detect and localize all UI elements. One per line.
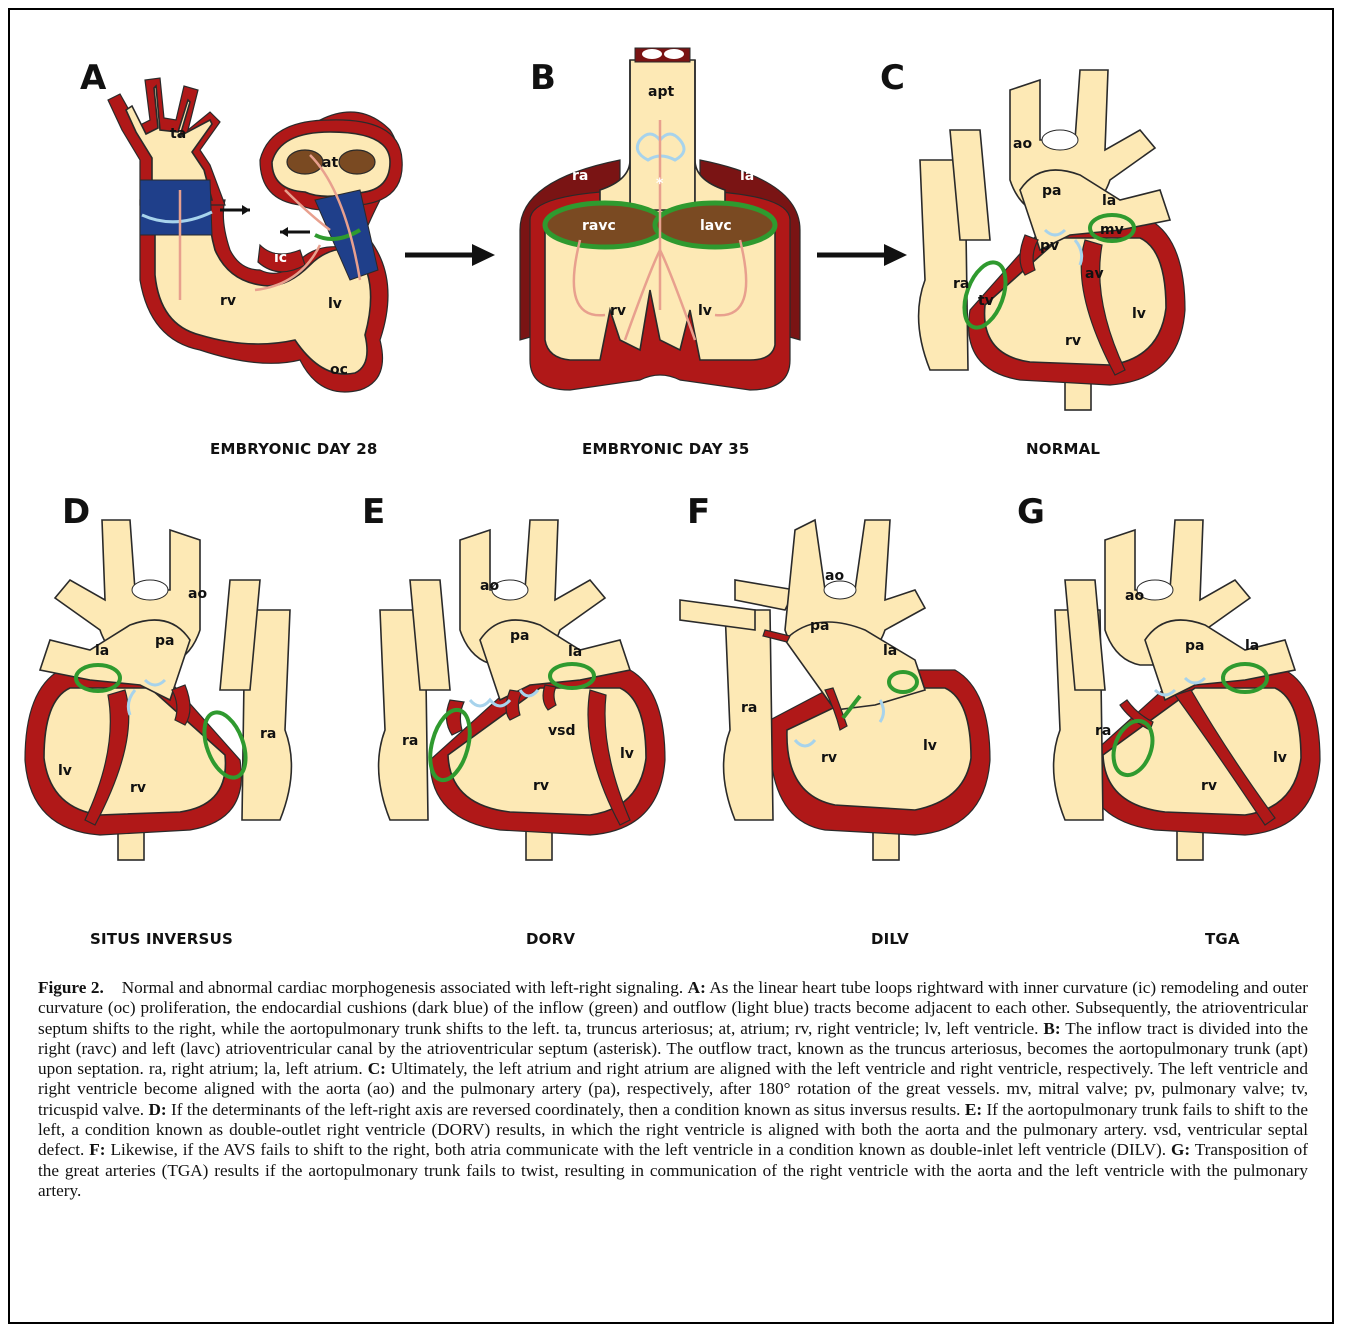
label-ra: ra xyxy=(260,726,276,742)
label-ao: ao xyxy=(1125,588,1144,604)
caption-panel-ref: C: xyxy=(368,1059,386,1078)
label-lavc: lavc xyxy=(700,218,732,234)
panel-d: D ao pa la ra lv rv SITUS INVERSUS xyxy=(20,490,340,950)
caption-panel-ref: F: xyxy=(89,1140,105,1159)
panel-e-diagram: ao pa la ra vsd lv rv xyxy=(350,490,670,870)
figure-caption: Figure 2. Normal and abnormal cardiac mo… xyxy=(38,978,1308,1201)
label-rv: rv xyxy=(821,750,837,766)
label-lv: lv xyxy=(923,738,937,754)
panel-c: C ao pa la mv pv av ra tv lv rv NORMAL xyxy=(870,40,1190,420)
panel-caption: DORV xyxy=(526,930,575,948)
label-pa: pa xyxy=(810,618,829,634)
panel-b: B apt ra la ravc lavc * rv lv EMBRYONIC xyxy=(500,40,820,420)
panel-e: E ao pa la ra vsd lv rv DORV xyxy=(350,490,670,950)
label-pa: pa xyxy=(1042,183,1061,199)
label-pa: pa xyxy=(1185,638,1204,654)
label-ic: ic xyxy=(274,250,287,266)
figure-label: Figure 2. xyxy=(38,978,104,997)
label-tv: tv xyxy=(978,293,994,309)
panel-caption: EMBRYONIC DAY 28 xyxy=(210,440,378,458)
label-la: la xyxy=(883,643,897,659)
panel-d-diagram: ao pa la ra lv rv xyxy=(20,490,340,870)
label-lv: lv xyxy=(620,746,634,762)
panel-letter: E xyxy=(362,492,385,532)
caption-panel-ref: D: xyxy=(148,1100,166,1119)
label-rv: rv xyxy=(533,778,549,794)
caption-body: Normal and abnormal cardiac morphogenesi… xyxy=(38,978,1308,1200)
label-lv: lv xyxy=(1132,306,1146,322)
panel-letter: F xyxy=(687,492,710,532)
label-rv: rv xyxy=(220,293,236,309)
panel-caption: EMBRYONIC DAY 35 xyxy=(582,440,750,458)
panel-f-diagram: ao pa la ra lv rv xyxy=(675,490,995,870)
caption-text: If the determinants of the left-right ax… xyxy=(167,1100,965,1119)
panel-letter: C xyxy=(880,58,905,98)
panel-c-diagram: ao pa la mv pv av ra tv lv rv xyxy=(870,40,1190,420)
label-at: at xyxy=(322,155,338,171)
label-ao: ao xyxy=(1013,136,1032,152)
panel-caption: TGA xyxy=(1205,930,1240,948)
label-ra: ra xyxy=(741,700,757,716)
label-av: av xyxy=(1085,266,1104,282)
label-ra: ra xyxy=(402,733,418,749)
label-la: la xyxy=(1102,193,1116,209)
panel-letter: A xyxy=(80,58,106,98)
label-ao: ao xyxy=(480,578,499,594)
label-pa: pa xyxy=(510,628,529,644)
label-asterisk: * xyxy=(656,176,664,192)
panel-caption: DILV xyxy=(871,930,909,948)
label-ao: ao xyxy=(188,586,207,602)
label-la: la xyxy=(95,643,109,659)
caption-panel-ref: A: xyxy=(688,978,706,997)
caption-panel-ref: B: xyxy=(1043,1019,1060,1038)
label-lv: lv xyxy=(328,296,342,312)
arrow-a-to-b xyxy=(400,240,500,270)
label-pv: pv xyxy=(1040,238,1059,254)
label-ra: ra xyxy=(953,276,969,292)
label-rv: rv xyxy=(1201,778,1217,794)
panel-g: G ao pa la ra lv rv TGA xyxy=(1005,490,1330,950)
label-ra: ra xyxy=(572,168,588,184)
label-la: la xyxy=(568,644,582,660)
panel-letter: G xyxy=(1017,492,1045,532)
label-vsd: vsd xyxy=(548,723,575,739)
label-la: la xyxy=(1245,638,1259,654)
label-la: la xyxy=(740,168,754,184)
label-pa: pa xyxy=(155,633,174,649)
caption-text: Normal and abnormal cardiac morphogenesi… xyxy=(122,978,688,997)
label-ra: ra xyxy=(1095,723,1111,739)
label-ta: ta xyxy=(170,126,186,142)
panel-f: F ao pa la ra lv rv DILV xyxy=(675,490,995,950)
label-ravc: ravc xyxy=(582,218,616,234)
panel-letter: D xyxy=(62,492,90,532)
panel-letter: B xyxy=(530,58,556,98)
panel-caption: NORMAL xyxy=(1026,440,1100,458)
label-lv: lv xyxy=(1273,750,1287,766)
caption-panel-ref: E: xyxy=(965,1100,982,1119)
caption-panel-ref: G: xyxy=(1171,1140,1190,1159)
label-rv: rv xyxy=(610,303,626,319)
label-ao: ao xyxy=(825,568,844,584)
label-lv: lv xyxy=(698,303,712,319)
label-apt: apt xyxy=(648,84,674,100)
label-oc: oc xyxy=(330,362,348,378)
panel-caption: SITUS INVERSUS xyxy=(90,930,233,948)
panel-a: A ta at ic rv lv oc xyxy=(60,40,460,420)
caption-text: Likewise, if the AVS fails to shift to t… xyxy=(105,1140,1171,1159)
label-rv: rv xyxy=(1065,333,1081,349)
panel-g-diagram: ao pa la ra lv rv xyxy=(1005,490,1325,870)
label-rv: rv xyxy=(130,780,146,796)
panel-a-diagram: ta at ic rv lv oc xyxy=(60,40,460,420)
label-mv: mv xyxy=(1100,222,1124,238)
label-lv: lv xyxy=(58,763,72,779)
